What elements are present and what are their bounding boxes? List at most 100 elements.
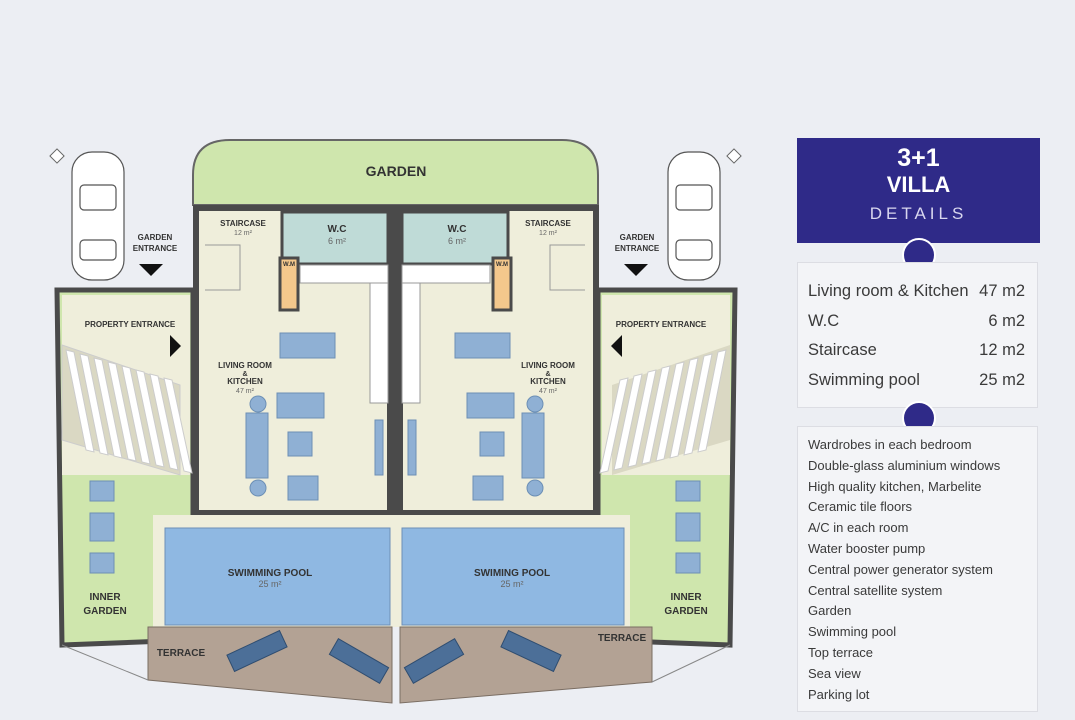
garden-entrance-left-1: GARDEN [138,233,173,242]
parking-stripe [655,361,685,462]
entrance-arrow-right-icon [611,335,622,357]
parking-stripe [121,365,151,465]
size-value: 25 m2 [979,370,1025,389]
parking-stripe [107,361,137,462]
garden-label: GARDEN [366,163,427,179]
property-entrance-left: PROPERTY ENTRANCE [85,320,176,329]
inner-garden-left-2: GARDEN [83,606,126,617]
garden-entrance-arrow-right-icon [624,264,648,276]
wc-label-right: W.C [448,224,467,235]
parking-stripe [613,373,643,471]
feature-item: Top terrace [808,644,874,660]
parking-stripe [65,349,95,453]
size-value: 12 m2 [979,341,1025,359]
garden-area [192,139,599,206]
living-label-left-2: & [242,371,247,378]
inner-garden-right-1: INNER [670,592,702,603]
staircase-label-left: STAIRCASE [220,219,266,228]
size-row: Living room & Kitchen 47 m2 [798,277,1037,307]
parking-stripe [149,373,179,471]
villa-type: 3+1 [897,144,940,172]
car-right-icon [667,151,721,281]
garden-entrance-left-2: ENTRANCE [133,244,178,253]
parking-stripe [135,369,165,468]
parking-stripe [93,357,123,459]
wc-right [400,210,510,266]
living-area-right: 47 m² [539,388,558,395]
parking-stripe [641,365,671,465]
feature-item: Garden [808,603,852,619]
entrance-arrow-left-icon [170,335,181,357]
villa-title: VILLA [886,172,951,197]
feature-item: Wardrobes in each bedroom [808,437,972,452]
feature-item: Ceramic tile floors [808,499,913,515]
pool-label-right: SWIMING POOL [474,568,550,579]
pool-label-left: SWIMMING POOL [228,568,312,579]
staircase-area-left: 12 m² [234,230,253,237]
size-value: 6 m2 [988,311,1025,330]
garden-entrance-right-2: ENTRANCE [615,244,660,253]
size-row: Staircase 12 m2 [798,336,1037,366]
parking-stripes-right [599,345,730,475]
feature-item: High quality kitchen, Marbelite [808,478,982,494]
size-label: Living room & Kitchen [808,282,969,300]
size-row: W.C 6 m2 [798,307,1037,337]
terrace-left [147,626,393,704]
size-value: 47 m2 [979,282,1025,300]
wc-label-left: W.C [328,224,347,235]
feature-item: Sea view [808,665,861,681]
parking-stripe [599,377,629,474]
compass-diamond-right-icon [726,148,742,164]
parking-stripe [627,369,657,468]
terrace-label-right: TERRACE [598,633,647,644]
wm-label-right: W.M [496,262,508,268]
feature-item: Central power generator system [808,561,993,577]
size-label: Swimming pool [808,370,920,389]
floor-plan: GARDEN W.M W.M STAIRCASE 12 m² STAIRCASE… [49,139,742,704]
garden-entrance-arrow-left-icon [139,264,163,276]
living-label-left-3: KITCHEN [227,377,263,386]
feature-item: Water booster pump [808,540,926,556]
feature-item: Double-glass aluminium windows [808,457,1001,473]
living-label-right-3: KITCHEN [530,377,566,386]
garden-entrance-right-1: GARDEN [620,233,655,242]
compass-diamond-left-icon [49,148,65,164]
pool-area-right: 25 m² [500,579,523,589]
size-label: Staircase [808,341,877,359]
parking-stripe [163,377,193,474]
pool-left [164,527,391,626]
parking-stripe [669,357,699,459]
wc-area-right: 6 m² [448,236,466,246]
staircase-label-right: STAIRCASE [525,219,571,228]
pool-area-left: 25 m² [258,579,281,589]
villa-title-box: 3+1 VILLA DETAILS [797,138,1040,243]
size-label: W.C [808,311,840,330]
furniture [89,332,701,574]
feature-item: A/C in each room [808,520,909,536]
feature-item: Parking lot [808,686,870,702]
feature-item: Swimming pool [808,624,897,640]
details-subtitle: DETAILS [869,204,968,223]
living-label-right-1: LIVING ROOM [521,361,575,370]
size-row: Swimming pool 25 m2 [798,366,1037,396]
feature-item: Central satellite system [808,582,943,598]
car-left-icon [71,151,125,281]
parking-stripe [683,353,713,456]
inner-garden-right-2: GARDEN [664,606,707,617]
property-entrance-right: PROPERTY ENTRANCE [616,320,707,329]
parking-stripe [79,353,109,456]
wm-label-left: W.M [283,262,295,268]
staircase-area-right: 12 m² [539,230,558,237]
parking-stripes-left [61,344,193,476]
wc-area-left: 6 m² [328,236,346,246]
living-area-left: 47 m² [236,388,255,395]
parking-stripe [697,349,727,453]
living-label-left-1: LIVING ROOM [218,361,272,370]
living-label-right-2: & [545,371,550,378]
inner-garden-left-1: INNER [89,592,121,603]
pool-right [401,527,625,626]
room-sizes-panel: Living room & Kitchen 47 m2 W.C 6 m2 Stairca… [797,262,1038,408]
wc-left [280,210,390,266]
terrace-label-left: TERRACE [157,648,206,659]
